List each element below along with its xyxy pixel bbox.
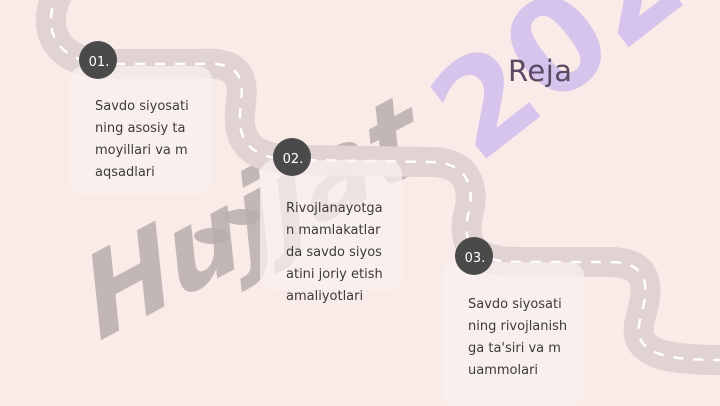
step-text-3: Savdo siyosatining rivojlanishga ta'siri… [468, 297, 568, 378]
step-number-badge-1: 01. [79, 41, 117, 79]
dot-decoration [194, 228, 230, 244]
step-card-1 [70, 66, 212, 194]
step-card-3 [442, 262, 584, 406]
step-text-2: Rivojlanayotgan mamlakatlarda savdo siyo… [286, 201, 383, 304]
dot-decoration [224, 209, 260, 225]
step-number-badge-3: 03. [455, 237, 493, 275]
step-card-2 [260, 160, 402, 290]
step-number-badge-2: 02. [273, 138, 311, 176]
slide-title: Reja [508, 54, 573, 88]
step-text-1: Savdo siyosatining asosiy tamoyillari va… [95, 99, 189, 180]
